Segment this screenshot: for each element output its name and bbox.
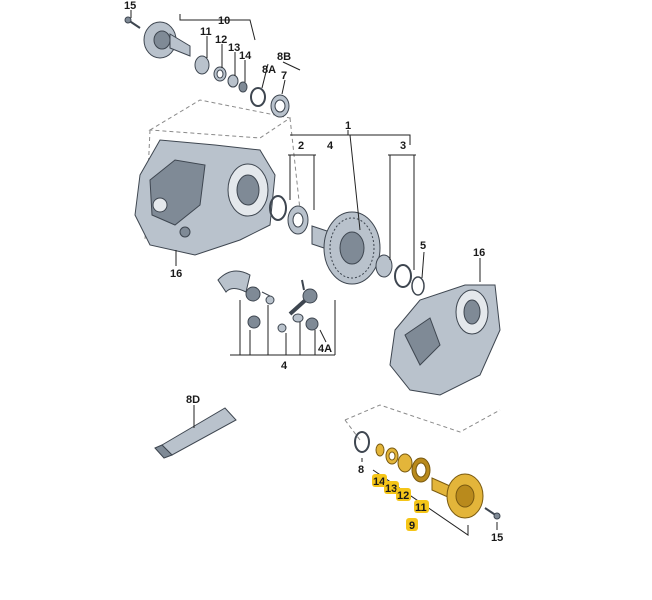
label-16-left: 16 xyxy=(170,268,182,280)
top-group-outline xyxy=(148,99,292,139)
label-15-bottom: 15 xyxy=(491,532,503,544)
differential-small-parts xyxy=(217,270,319,333)
label-4-gear: 4 xyxy=(327,140,334,152)
label-5: 5 xyxy=(420,240,426,252)
highlight-13: 13 xyxy=(384,481,399,495)
highlight-9: 9 xyxy=(406,518,418,532)
label-14-top: 14 xyxy=(239,50,252,62)
label-8a: 8A xyxy=(262,64,276,76)
label-10: 10 xyxy=(218,15,230,27)
label-2: 2 xyxy=(298,140,304,152)
highlight-12: 12 xyxy=(396,488,411,502)
sealant-tube xyxy=(154,407,237,459)
label-4a: 4A xyxy=(318,343,332,355)
bearing-stack-top xyxy=(194,55,290,118)
label-3: 3 xyxy=(400,140,406,152)
highlight-label-9: 9 xyxy=(409,520,415,532)
highlight-11: 11 xyxy=(414,500,429,514)
label-15-top: 15 xyxy=(124,0,136,12)
label-12-top: 12 xyxy=(215,34,227,46)
highlight-label-13: 13 xyxy=(385,483,397,495)
label-7: 7 xyxy=(281,70,287,82)
bottom-group-outline xyxy=(344,404,501,441)
highlight-14: 14 xyxy=(372,474,387,488)
highlight-label-12: 12 xyxy=(397,490,409,502)
gearbox-housing-left xyxy=(134,139,276,256)
flange-shaft-bottom xyxy=(431,473,501,520)
flange-shaft-top xyxy=(124,16,191,59)
leader-lines xyxy=(130,10,498,536)
label-16-right: 16 xyxy=(473,247,485,259)
highlight-label-14: 14 xyxy=(373,476,386,488)
differential-assembly xyxy=(269,195,425,296)
label-13-top: 13 xyxy=(228,42,240,54)
label-1: 1 xyxy=(345,120,351,132)
bearing-stack-bottom xyxy=(354,431,431,483)
highlight-label-11: 11 xyxy=(415,502,427,514)
label-8-bottom: 8 xyxy=(358,464,364,476)
gearbox-housing-right xyxy=(389,284,501,396)
label-11-top: 11 xyxy=(200,26,212,38)
label-8b: 8B xyxy=(277,51,291,63)
label-8d: 8D xyxy=(186,394,200,406)
label-4-diff: 4 xyxy=(281,360,288,372)
